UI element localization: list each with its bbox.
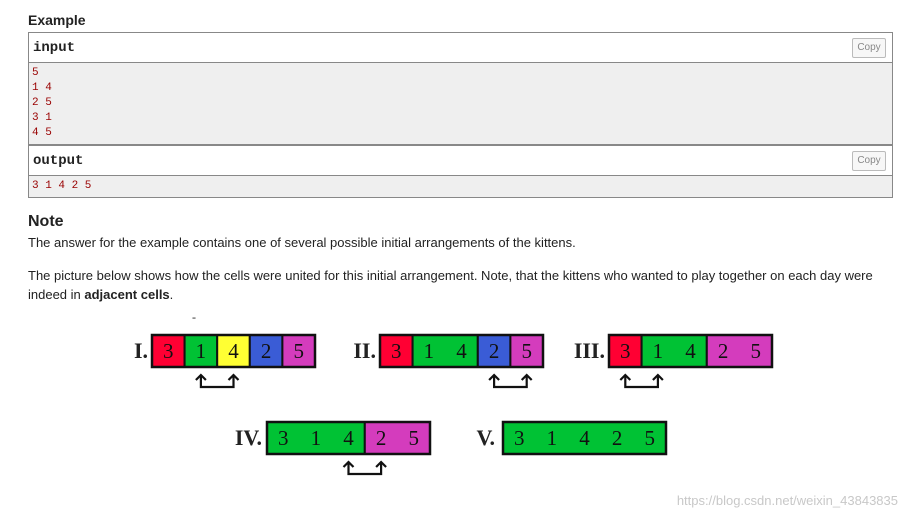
kitten-number: 1 — [547, 426, 558, 450]
note-paragraph-2-end: . — [169, 287, 174, 302]
input-label: input — [33, 40, 76, 56]
kitten-number: 3 — [163, 339, 174, 363]
output-label: output — [33, 153, 84, 169]
kitten-number: 4 — [456, 339, 467, 363]
output-header: output Copy — [29, 146, 892, 176]
group-cell-magenta — [363, 421, 431, 455]
merge-arrow — [619, 373, 664, 389]
step-roman-numeral: IV. — [235, 425, 262, 450]
output-text: 3 1 4 2 5 — [32, 180, 92, 192]
kitten-number: 5 — [408, 426, 419, 450]
merge-arrow — [488, 373, 533, 389]
step-roman-numeral: I. — [134, 338, 148, 363]
kitten-number: 3 — [391, 339, 402, 363]
kitten-number: 4 — [228, 339, 239, 363]
adjacent-cells-text: adjacent cells — [84, 287, 170, 302]
kitten-number: 4 — [579, 426, 590, 450]
output-box: output Copy 3 1 4 2 5 — [28, 145, 893, 198]
row-border — [607, 333, 774, 369]
kitten-number: 3 — [278, 426, 289, 450]
kitten-number: 5 — [644, 426, 655, 450]
note-paragraph-2: The picture below shows how the cells we… — [28, 266, 888, 304]
watermark: https://blog.csdn.net/weixin_43843835 — [676, 493, 898, 508]
kitten-number: 1 — [653, 339, 664, 363]
note-title: Note — [28, 213, 64, 230]
row-border — [378, 333, 545, 369]
kitten-number: 4 — [685, 339, 696, 363]
kitten-number: 2 — [376, 426, 387, 450]
kitten-number: 5 — [750, 339, 761, 363]
input-box: input Copy 5 1 4 2 5 3 1 4 5 — [28, 32, 893, 145]
kitten-number: 5 — [521, 339, 532, 363]
group-cell-magenta — [705, 334, 773, 368]
input-text: 5 1 4 2 5 3 1 4 5 — [32, 67, 52, 139]
kitten-number: 3 — [620, 339, 631, 363]
row-border — [150, 333, 317, 369]
note-paragraph-1: The answer for the example contains one … — [28, 235, 576, 250]
kitten-number: 1 — [424, 339, 435, 363]
kitten-number: 1 — [311, 426, 322, 450]
input-content: 5 1 4 2 5 3 1 4 5 — [29, 63, 892, 144]
step-roman-numeral: II. — [353, 338, 376, 363]
note-paragraph-2-text: The picture below shows how the cells we… — [28, 268, 873, 302]
copy-output-button[interactable]: Copy — [852, 151, 886, 171]
kitten-number: 2 — [489, 339, 500, 363]
group-cell-green — [411, 334, 479, 368]
kitten-number: 5 — [293, 339, 304, 363]
step-roman-numeral: V. — [476, 425, 495, 450]
merge-arrow — [342, 460, 387, 476]
group-cell-green — [640, 334, 708, 368]
kitten-number: 4 — [343, 426, 354, 450]
kitten-number: 3 — [514, 426, 525, 450]
row-border — [265, 420, 432, 456]
kitten-number: 2 — [261, 339, 272, 363]
kitten-number: 1 — [196, 339, 207, 363]
merge-arrow — [195, 373, 240, 389]
output-content: 3 1 4 2 5 — [29, 176, 892, 197]
kitten-number: 2 — [718, 339, 729, 363]
row-border — [501, 420, 668, 456]
input-header: input Copy — [29, 33, 892, 63]
stray-mark: - — [192, 310, 196, 324]
example-title: Example — [28, 12, 86, 28]
kitten-number: 2 — [612, 426, 623, 450]
copy-input-button[interactable]: Copy — [852, 38, 886, 58]
step-roman-numeral: III. — [574, 338, 605, 363]
